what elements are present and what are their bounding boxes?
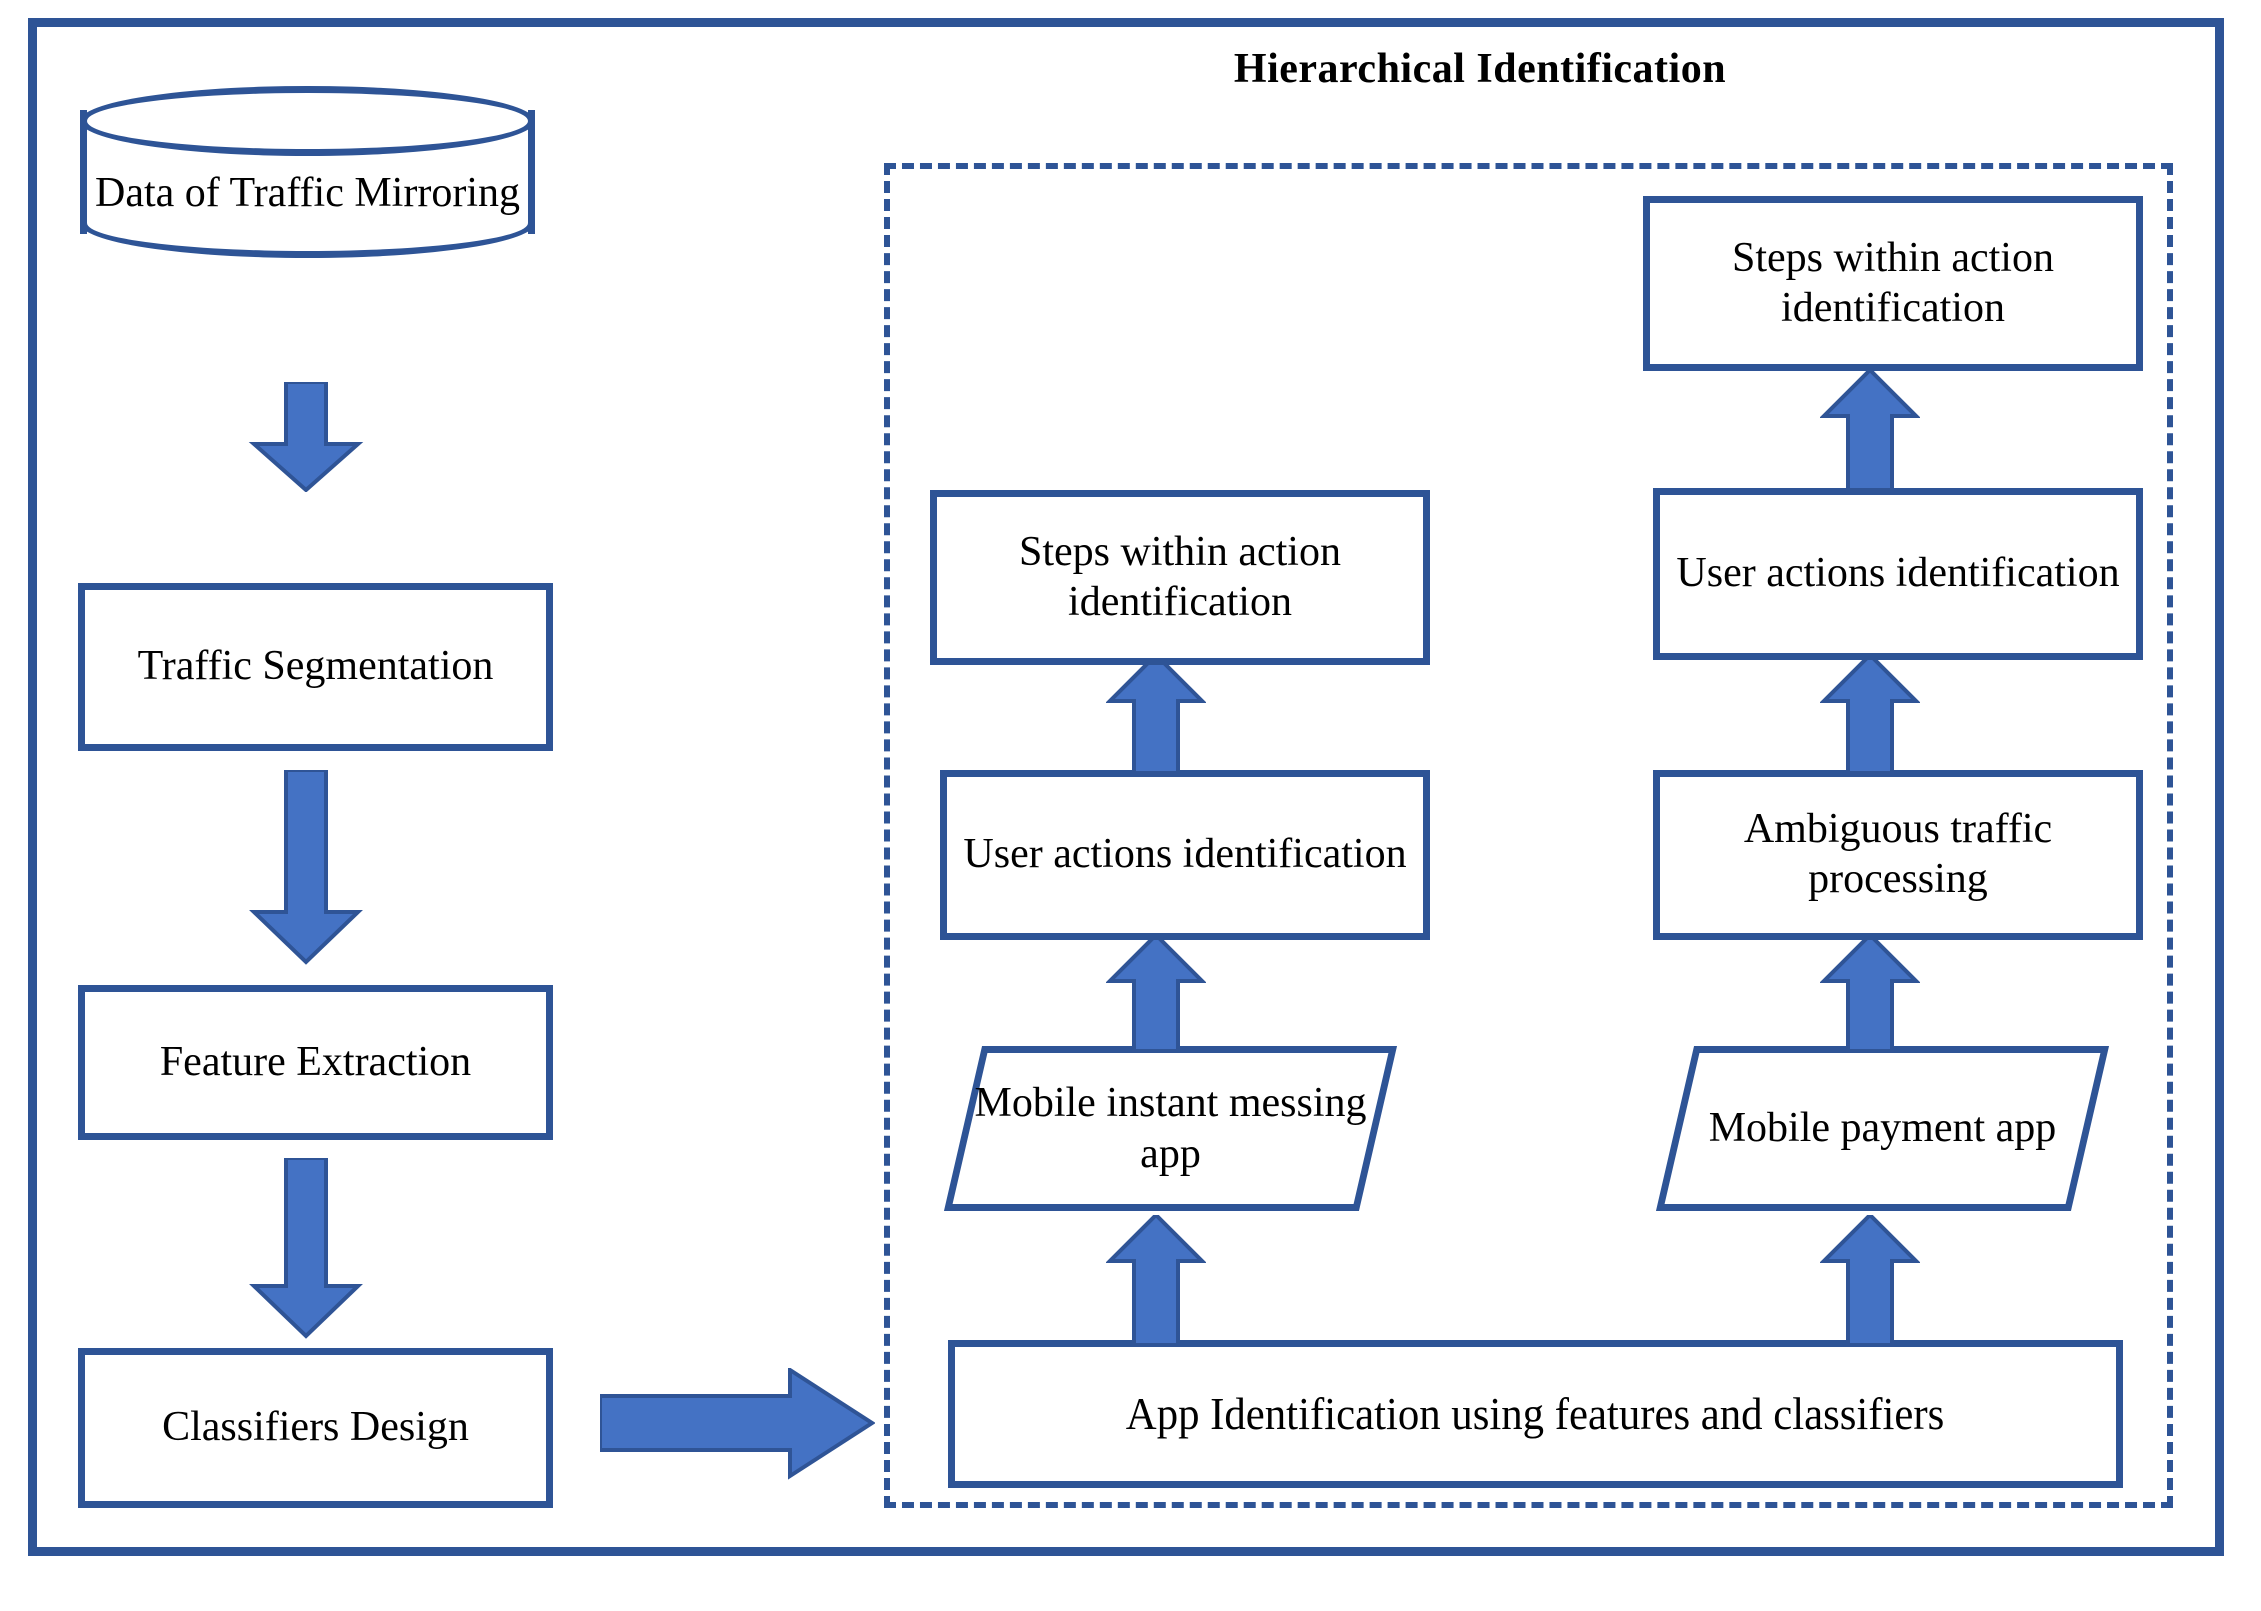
node-label: Mobile instant messing app — [974, 1080, 1367, 1177]
node-feature-extraction[interactable]: Feature Extraction — [78, 985, 553, 1140]
node-mobile-payment-app[interactable]: Mobile payment app — [1655, 1046, 2110, 1211]
node-label: Mobile payment app — [1708, 1105, 2057, 1152]
node-user-actions-identification-im[interactable]: User actions identification — [940, 770, 1430, 940]
node-ambiguous-traffic-processing[interactable]: Ambiguous traffic processing — [1653, 770, 2143, 940]
node-user-actions-identification-payment[interactable]: User actions identification — [1653, 488, 2143, 660]
arrow-up-base-to-im-app — [1106, 1215, 1206, 1347]
arrow-up-base-to-payment-app — [1820, 1215, 1920, 1347]
arrow-down-segmentation-to-features — [248, 770, 364, 966]
arrow-up-im-app-to-user-actions — [1106, 935, 1206, 1053]
node-traffic-segmentation[interactable]: Traffic Segmentation — [78, 583, 553, 751]
arrow-up-user-actions-to-steps-im — [1106, 655, 1206, 775]
node-label: User actions identification — [963, 831, 1407, 878]
hierarchical-region-boundary — [884, 163, 2173, 1508]
arrow-up-user-actions-to-steps-payment — [1820, 370, 1920, 492]
arrow-right-classifiers-to-hierarchical — [600, 1368, 875, 1480]
arrow-up-ambiguous-to-user-actions — [1820, 655, 1920, 775]
cylinder-top-ellipse — [80, 86, 535, 156]
datastore-node[interactable]: Data of Traffic Mirroring — [80, 86, 535, 258]
node-label: Ambiguous traffic processing — [1743, 806, 2053, 902]
arrow-down-features-to-classifiers — [248, 1158, 364, 1340]
arrow-down-datastore-to-segmentation — [248, 382, 364, 492]
datastore-label: Data of Traffic Mirroring — [95, 169, 520, 216]
node-steps-within-action-identification-payment[interactable]: Steps within action identification — [1643, 196, 2143, 371]
node-app-identification[interactable]: App Identification using features and cl… — [948, 1340, 2123, 1488]
node-classifiers-design[interactable]: Classifiers Design — [78, 1348, 553, 1508]
node-label: User actions identification — [1676, 550, 2120, 597]
node-label: Steps within action identification — [1019, 528, 1341, 625]
node-label: App Identification using features and cl… — [1126, 1387, 1945, 1439]
arrow-up-payment-app-to-ambiguous — [1820, 935, 1920, 1053]
node-steps-within-action-identification-im[interactable]: Steps within action identification — [930, 490, 1430, 665]
node-label: Feature Extraction — [159, 1038, 472, 1085]
node-label: Steps within action identification — [1732, 234, 2054, 331]
page-title: Hierarchical Identification — [1233, 46, 1727, 92]
node-label: Classifiers Design — [162, 1404, 469, 1451]
node-mobile-instant-messing-app[interactable]: Mobile instant messing app — [943, 1046, 1398, 1211]
node-label: Traffic Segmentation — [137, 643, 494, 690]
